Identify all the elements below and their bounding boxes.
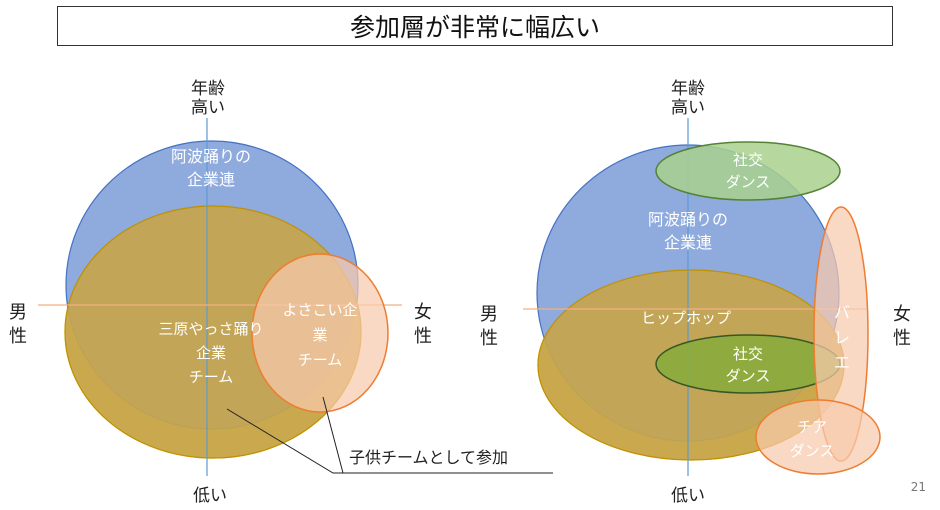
left-axis-right-label-2: 性 (414, 326, 432, 347)
page-number: 21 (910, 480, 926, 494)
left-axis-left-label-1: 男 (9, 302, 27, 323)
right-social-dance-mid-label-2: ダンス (726, 367, 771, 385)
right-cheer-dance-circle (755, 399, 881, 475)
left-callout-line-2 (322, 396, 344, 474)
right-social-dance-top-circle (655, 141, 841, 201)
right-social-dance-top-label-1: 社交 (733, 151, 763, 169)
left-axis-top-label-2: 高い (191, 98, 225, 118)
right-cheer-dance-label-1: チア (797, 418, 827, 436)
left-axis-left-label-2: 性 (9, 326, 27, 347)
right-ballet-label-3: エ (834, 353, 850, 372)
right-axis-left-label-1: 男 (480, 304, 498, 325)
left-awa-odori-label-1: 阿波踊りの (171, 147, 251, 166)
left-mihara-label-1: 三原やっさ踊り (158, 320, 263, 338)
right-diagram: 年齢 高い 低い 男 性 女 性 社交 ダンス 阿波踊りの 企業連 ヒップホップ… (480, 79, 911, 506)
right-ballet-label-2: レ (834, 328, 850, 347)
right-axis-right-label-1: 女 (893, 304, 911, 325)
left-yosakoi-label-2: 業 (312, 326, 327, 344)
right-axis-right-label-2: 性 (893, 328, 911, 349)
left-mihara-label-3: チーム (189, 368, 234, 386)
left-awa-odori-label-2: 企業連 (187, 170, 235, 189)
right-social-dance-mid-label-1: 社交 (733, 345, 763, 363)
left-yosakoi-label-3: チーム (298, 351, 343, 369)
right-axis-bottom-label: 低い (671, 486, 705, 506)
right-axis-left-label-2: 性 (480, 328, 498, 349)
right-axis-top-label-1: 年齢 (671, 79, 705, 99)
left-axis-top-label-1: 年齢 (191, 79, 225, 99)
right-awa-odori-label-1: 阿波踊りの (648, 210, 728, 229)
left-axis-bottom-label: 低い (193, 486, 227, 506)
left-callout-line (226, 408, 553, 474)
right-cheer-dance-label-2: ダンス (790, 442, 835, 460)
left-axis-right-label-1: 女 (414, 302, 432, 323)
right-axis-top-label-2: 高い (671, 98, 705, 118)
left-diagram: 年齢 高い 低い 男 性 女 性 阿波踊りの 企業連 三原やっさ踊り 企業 チー… (9, 79, 553, 506)
left-callout-label: 子供チームとして参加 (349, 448, 508, 467)
slide-title: 参加層が非常に幅広い (57, 6, 893, 46)
left-yosakoi-circle (251, 253, 389, 413)
right-ballet-label-1: バ (834, 303, 850, 322)
left-yosakoi-label-1: よさこい企 (282, 301, 357, 319)
left-mihara-label-2: 企業 (196, 344, 226, 362)
right-social-dance-top-label-2: ダンス (726, 173, 771, 191)
right-hiphop-label: ヒップホップ (641, 309, 731, 327)
right-awa-odori-label-2: 企業連 (664, 233, 712, 252)
